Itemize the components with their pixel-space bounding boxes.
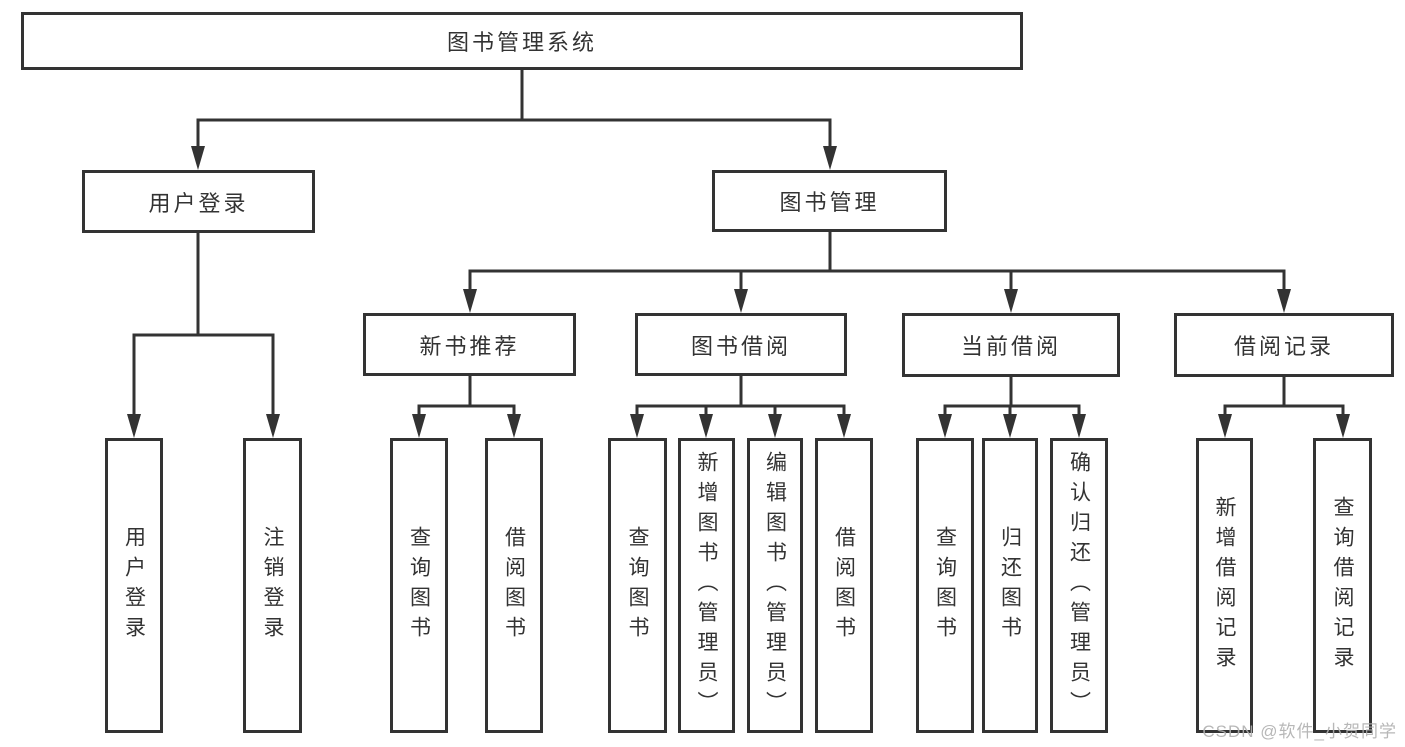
- leaf-current-query-books-label: 查询图书: [933, 525, 957, 646]
- leaf-add-books-admin: 新增图书（管理员）: [678, 438, 735, 733]
- leaf-confirm-return-admin: 确认归还（管理员）: [1050, 438, 1108, 733]
- leaf-recommend-borrow-books: 借阅图书: [485, 438, 543, 733]
- leaf-borrow-query-books: 查询图书: [608, 438, 667, 733]
- leaf-edit-books-admin-label: 编辑图书（管理员）: [763, 450, 787, 721]
- leaf-edit-books-admin: 编辑图书（管理员）: [747, 438, 803, 733]
- leaf-recommend-query-books: 查询图书: [390, 438, 448, 733]
- node-root: 图书管理系统: [21, 12, 1023, 70]
- leaf-query-borrow-record-label: 查询借阅记录: [1331, 495, 1354, 676]
- leaf-user-login-label: 用户登录: [122, 525, 146, 646]
- leaf-borrow-books: 借阅图书: [815, 438, 873, 733]
- leaf-current-query-books: 查询图书: [916, 438, 974, 733]
- leaf-add-borrow-record: 新增借阅记录: [1196, 438, 1253, 733]
- leaf-return-books-label: 归还图书: [998, 525, 1022, 646]
- node-user-login: 用户登录: [82, 170, 315, 233]
- leaf-borrow-query-books-label: 查询图书: [626, 525, 649, 646]
- leaf-borrow-books-label: 借阅图书: [832, 525, 856, 646]
- leaf-recommend-borrow-books-label: 借阅图书: [502, 525, 526, 646]
- leaf-return-books: 归还图书: [982, 438, 1038, 733]
- node-book-management-label: 图书管理: [779, 190, 880, 215]
- node-new-book-recommend: 新书推荐: [363, 313, 576, 376]
- node-borrow-record: 借阅记录: [1174, 313, 1394, 377]
- node-borrow-record-label: 借阅记录: [1233, 334, 1334, 359]
- node-user-login-label: 用户登录: [148, 190, 249, 216]
- leaf-confirm-return-admin-label: 确认归还（管理员）: [1067, 450, 1091, 721]
- leaf-logout-label: 注销登录: [261, 525, 284, 646]
- node-book-borrow-label: 图书借阅: [690, 333, 791, 359]
- arrowheads: [127, 146, 1350, 438]
- leaf-user-login: 用户登录: [105, 438, 163, 733]
- node-current-borrow-label: 当前借阅: [960, 334, 1061, 359]
- leaf-logout: 注销登录: [243, 438, 302, 733]
- leaf-recommend-query-books-label: 查询图书: [407, 525, 431, 646]
- leaf-add-borrow-record-label: 新增借阅记录: [1213, 495, 1236, 676]
- node-book-borrow: 图书借阅: [635, 313, 847, 376]
- node-new-book-recommend-label: 新书推荐: [419, 333, 520, 359]
- leaf-query-borrow-record: 查询借阅记录: [1313, 438, 1372, 733]
- node-current-borrow: 当前借阅: [902, 313, 1120, 377]
- leaf-add-books-admin-label: 新增图书（管理员）: [695, 450, 718, 721]
- csdn-watermark: CSDN @软件_小贺同学: [1202, 722, 1397, 741]
- node-book-management: 图书管理: [712, 170, 947, 232]
- node-root-label: 图书管理系统: [446, 30, 597, 55]
